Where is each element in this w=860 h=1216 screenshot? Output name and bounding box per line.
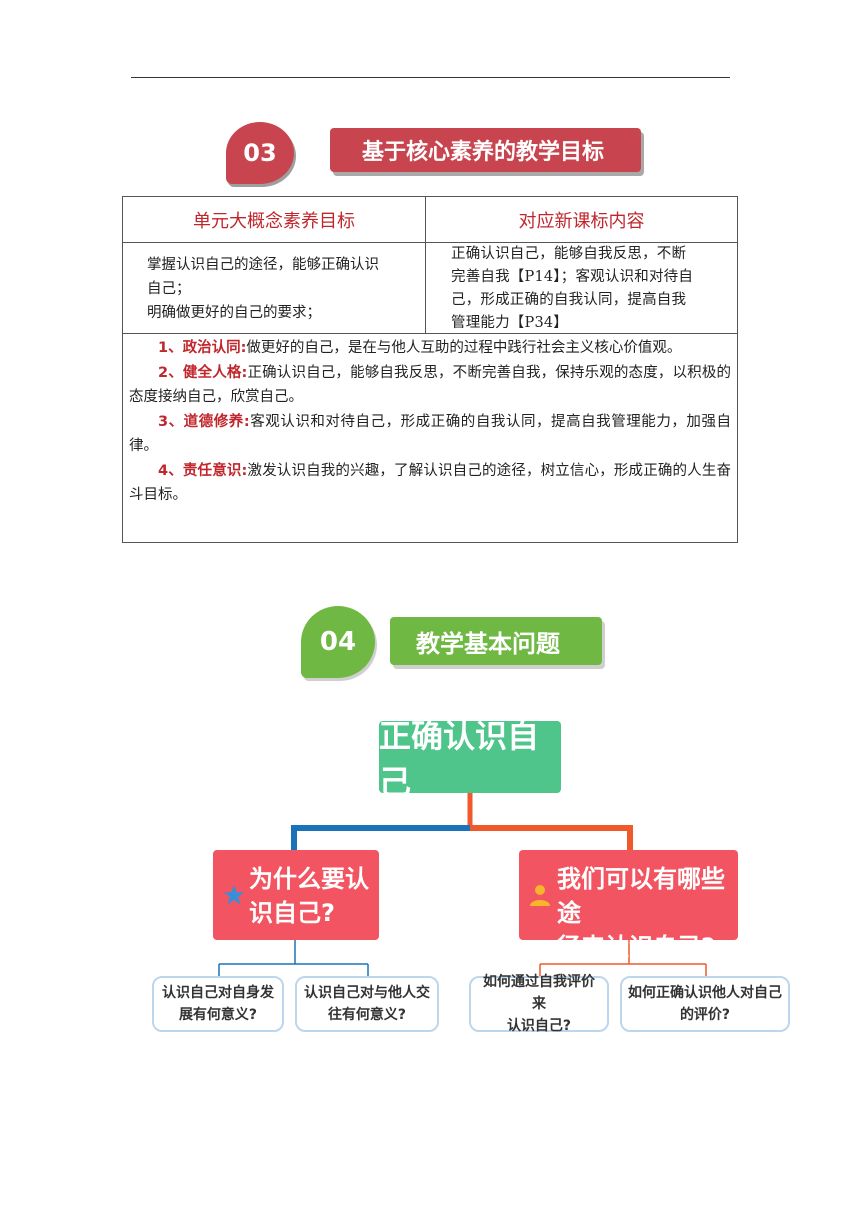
question-box-left: 为什么要认 识自己? xyxy=(213,850,379,940)
table-header-left-text: 单元大概念素养目标 xyxy=(193,210,355,232)
left-line: 明确做更好的自己的要求； xyxy=(147,305,321,321)
goal-item: 3、道德修养:客观认识和对待自己，形成正确的自我认同，提高自我管理能力，加强自律… xyxy=(129,410,731,459)
leaf-question: 如何正确认识他人对自己的评价? xyxy=(620,976,790,1032)
left-line: 掌握认识自己的途径，能够正确认识 xyxy=(147,257,379,273)
goal-text: 激发认识自我的兴趣，了解认识自己的途径，树立信心，形成正确的人生奋斗目标。 xyxy=(129,462,731,504)
section-number-badge: 04 xyxy=(301,606,375,678)
goal-item: 4、责任意识:激发认识自我的兴趣，了解认识自己的途径，树立信心，形成正确的人生奋… xyxy=(129,459,731,508)
table-cell-right: 正确认识自己，能够自我反思，不断 完善自我【P14】；客观认识和对待自 己，形成… xyxy=(426,243,737,334)
goal-label: 4、责任意识: xyxy=(158,462,248,479)
question-line: 为什么要认 xyxy=(249,865,369,893)
goal-text: 正确认识自己，能够自我反思，不断完善自我，保持乐观的态度，以积极的态度接纳自己，… xyxy=(129,364,731,406)
leaf-question: 认识自己对自身发展有何意义? xyxy=(152,976,284,1032)
leaf-line: 认识自己对与他人交 xyxy=(304,985,430,1001)
question-line: 识自己? xyxy=(249,899,335,927)
right-line: 正确认识自己，能够自我反思，不断 xyxy=(451,246,687,262)
section-title-banner: 教学基本问题 xyxy=(390,617,602,665)
section-title: 基于核心素养的教学目标 xyxy=(362,140,605,165)
top-rule xyxy=(131,77,730,78)
section-number: 04 xyxy=(319,627,357,657)
right-line: 完善自我【P14】；客观认识和对待自 xyxy=(451,269,694,285)
section-number-badge: 03 xyxy=(226,122,294,184)
leaf-line: 往有何意义? xyxy=(327,1007,407,1023)
leaf-question: 认识自己对与他人交往有何意义? xyxy=(295,976,439,1032)
leaf-line: 展有何意义? xyxy=(178,1007,258,1023)
table-header-left: 单元大概念素养目标 xyxy=(123,197,426,243)
right-line: 己，形成正确的自我认同，提高自我 xyxy=(451,292,687,308)
goal-text: 做更好的自己，是在与他人互助的过程中践行社会主义核心价值观。 xyxy=(246,340,682,356)
goals-list: 1、政治认同:做更好的自己，是在与他人互助的过程中践行社会主义核心价值观。 2、… xyxy=(123,334,737,542)
leaf-line: 认识自己对自身发 xyxy=(162,985,274,1001)
leaf-line: 的评价? xyxy=(679,1007,731,1023)
question-line: 径来认识自己? xyxy=(557,933,715,961)
left-line: 自己； xyxy=(147,281,191,297)
leaf-line: 认识自己? xyxy=(506,1018,572,1034)
goal-item: 2、健全人格:正确认识自己，能够自我反思，不断完善自我，保持乐观的态度，以积极的… xyxy=(129,361,731,410)
goal-label: 1、政治认同: xyxy=(158,340,247,356)
section-title: 教学基本问题 xyxy=(416,629,560,658)
section-title-banner: 基于核心素养的教学目标 xyxy=(330,128,641,172)
section-number: 03 xyxy=(243,139,277,167)
goals-table: 单元大概念素养目标 对应新课标内容 掌握认识自己的途径，能够正确认识 自己； 明… xyxy=(122,196,738,543)
table-header-right-text: 对应新课标内容 xyxy=(518,210,645,232)
mindmap-root: 正确认识自己 xyxy=(379,717,561,801)
goal-label: 2、健全人格: xyxy=(158,364,248,381)
leaf-question: 如何通过自我评价来认识自己? xyxy=(469,974,609,1034)
goal-label: 3、道德修养: xyxy=(158,413,250,430)
leaf-line: 如何通过自我评价来 xyxy=(483,974,595,1012)
question-line: 我们可以有哪些途 xyxy=(557,865,725,927)
table-header-right: 对应新课标内容 xyxy=(426,197,737,243)
question-box-right: 我们可以有哪些途 径来认识自己? xyxy=(519,850,738,961)
right-line: 管理能力【P34】 xyxy=(451,315,569,331)
person-icon xyxy=(530,885,550,906)
mindmap-root-text: 正确认识自己 xyxy=(379,717,540,801)
star-icon xyxy=(223,884,245,905)
table-cell-left: 掌握认识自己的途径，能够正确认识 自己； 明确做更好的自己的要求； xyxy=(123,243,426,334)
goal-text: 客观认识和对待自己，形成正确的自我认同，提高自我管理能力，加强自律。 xyxy=(129,413,732,455)
leaf-line: 如何正确认识他人对自己 xyxy=(628,985,782,1001)
goal-item: 1、政治认同:做更好的自己，是在与他人互助的过程中践行社会主义核心价值观。 xyxy=(129,336,731,361)
